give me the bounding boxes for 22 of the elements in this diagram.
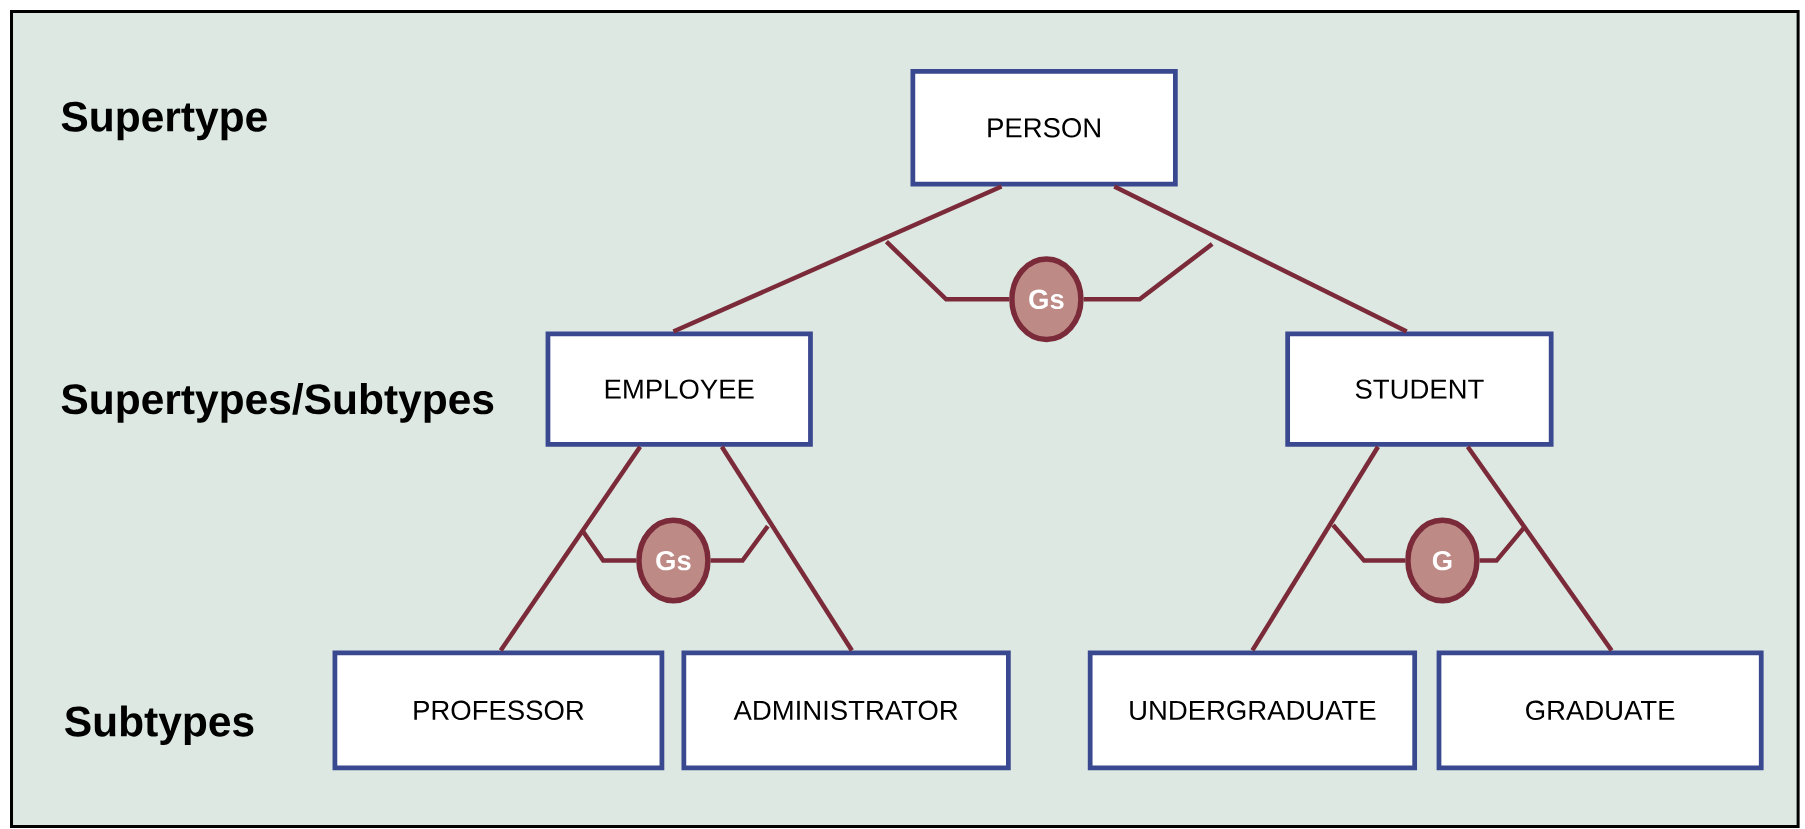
subtype-bracket	[884, 240, 1010, 302]
subtype-bracket	[580, 529, 637, 563]
connector-line	[1250, 445, 1380, 652]
level-label: Supertypes/Subtypes	[61, 383, 494, 423]
level-label: Supertype	[61, 101, 267, 141]
subtype-bracket	[1479, 524, 1528, 563]
entity-box: UNDERGRADUATE	[1087, 650, 1418, 771]
connector-line	[672, 184, 1003, 334]
entity-box: PROFESSOR	[332, 650, 665, 771]
connector-line	[1465, 445, 1614, 652]
entity-box: ADMINISTRATOR	[681, 650, 1011, 771]
subtype-bracket	[1083, 242, 1214, 302]
connector-line	[719, 445, 854, 652]
entity-box: STUDENT	[1285, 331, 1554, 447]
subtype-bracket	[710, 524, 770, 563]
entity-box: EMPLOYEE	[545, 331, 813, 447]
connector-line	[498, 445, 642, 652]
entity-box: GRADUATE	[1436, 650, 1764, 771]
connector-line	[1113, 184, 1408, 334]
level-label: Subtypes	[65, 705, 254, 745]
entity-box: PERSON	[910, 69, 1178, 187]
subtype-bracket	[1331, 523, 1406, 563]
